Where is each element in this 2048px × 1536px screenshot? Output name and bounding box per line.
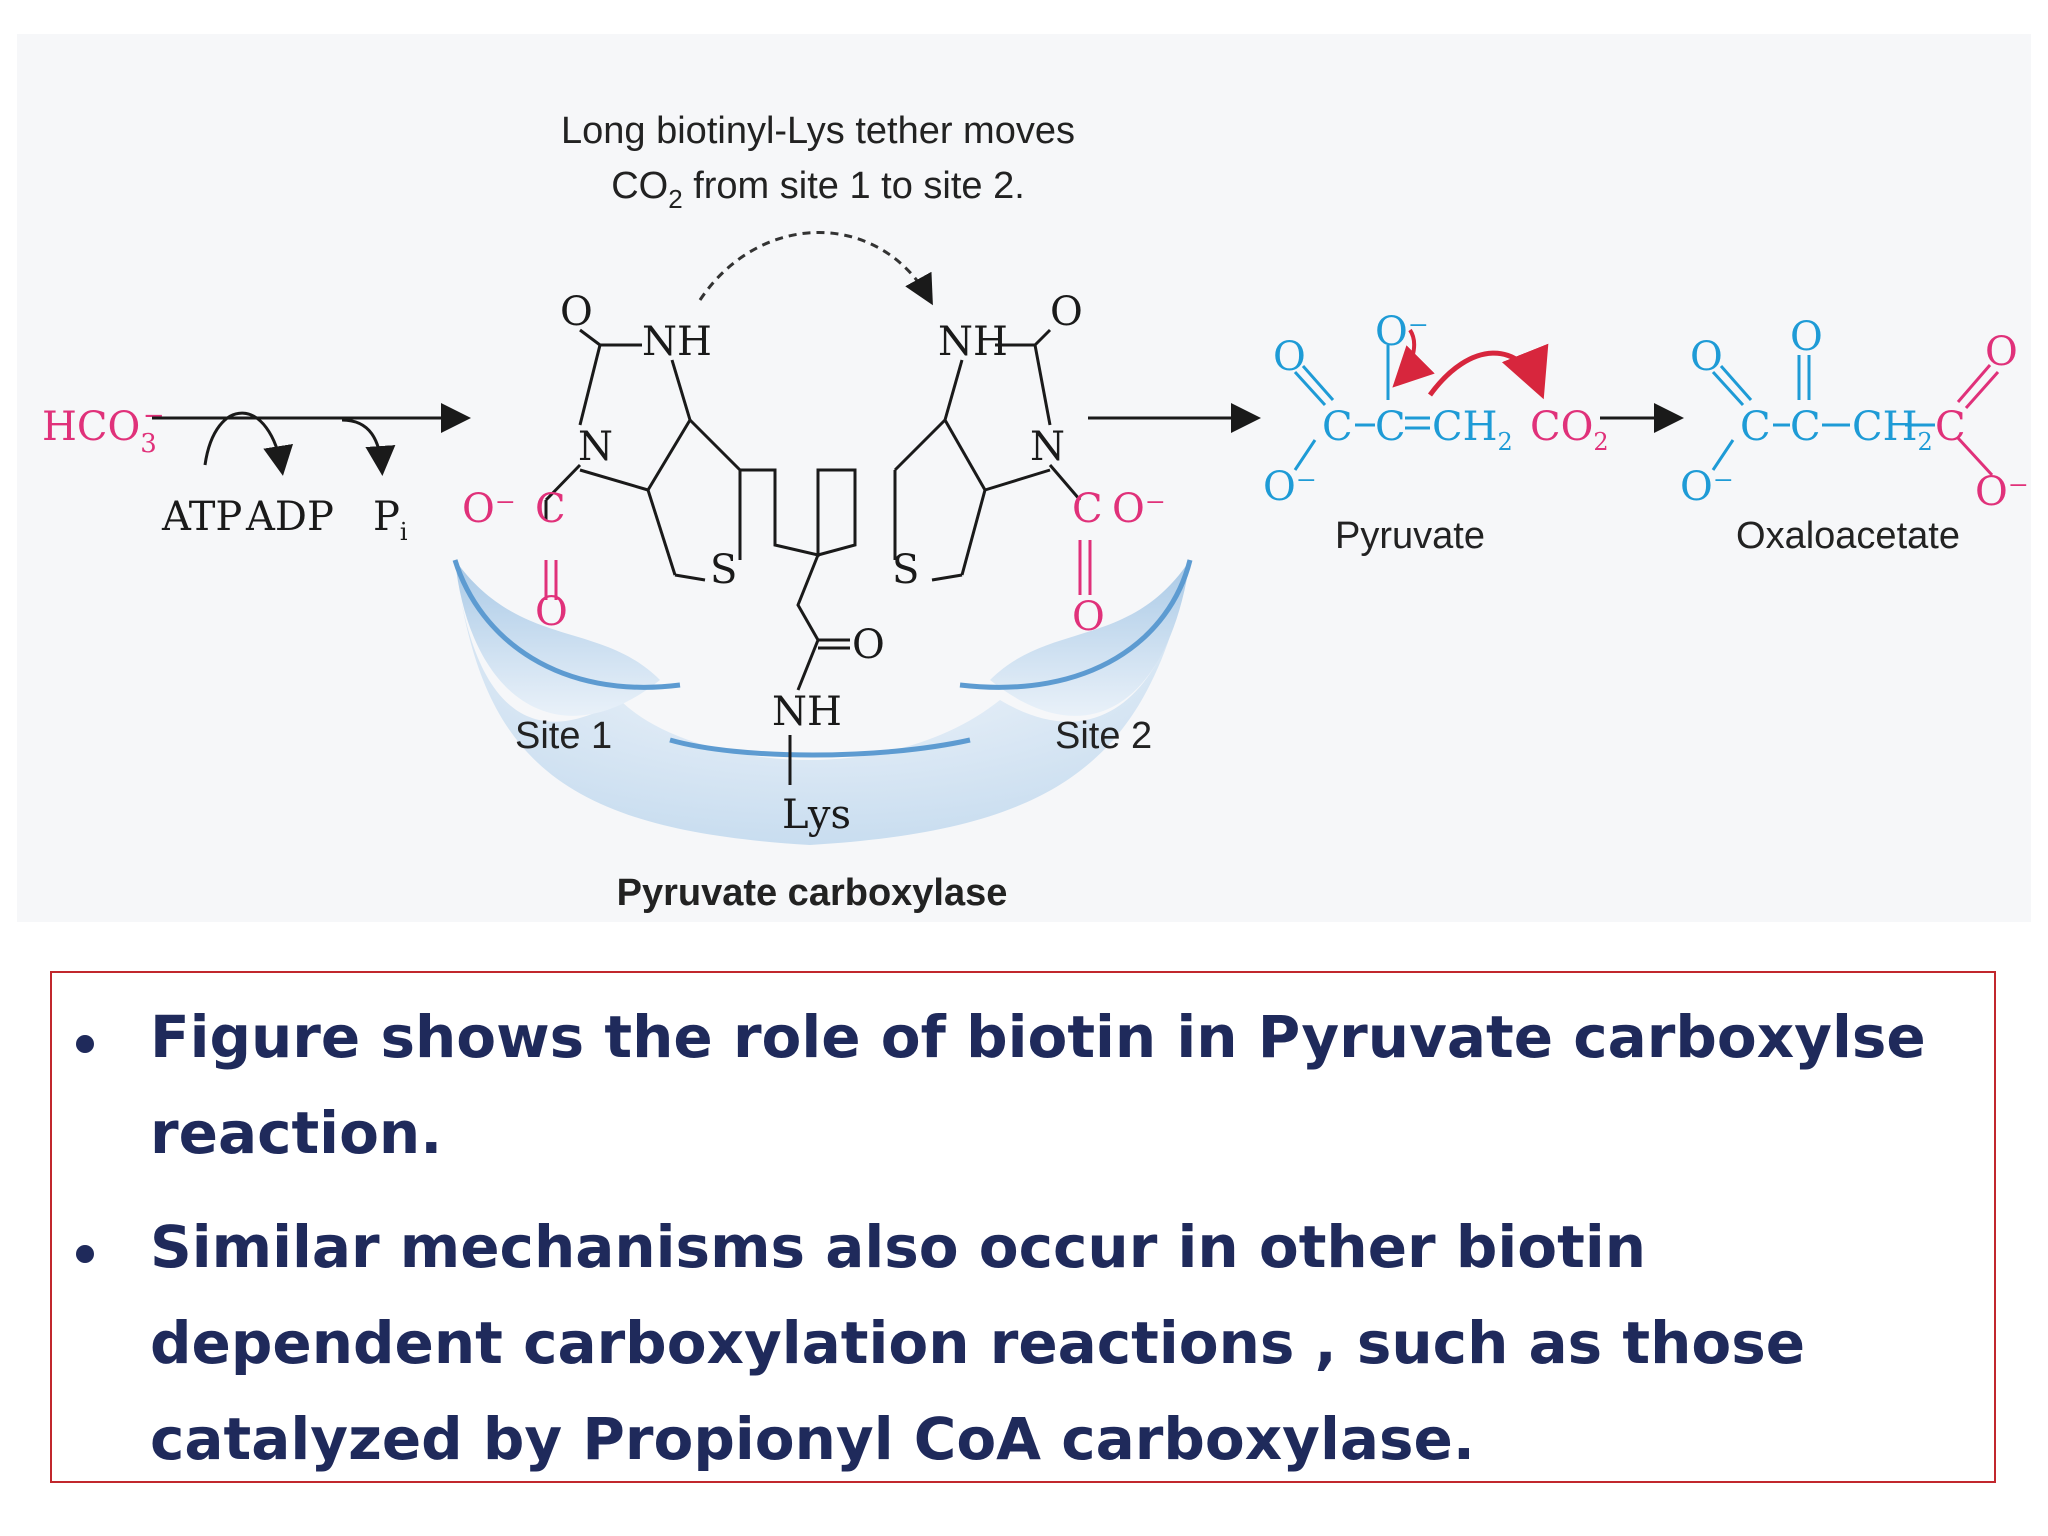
s-left: S xyxy=(710,547,737,593)
pyruvate-c2: C xyxy=(1375,404,1406,450)
bullet-dot xyxy=(76,1245,94,1263)
atp-adp-curve xyxy=(203,411,294,476)
tether-chain xyxy=(740,468,857,785)
pyruvate-ch2: CH2 xyxy=(1432,404,1513,456)
tether-note-line2: CO2 from site 1 to site 2. xyxy=(611,165,1025,214)
carboxyl-o-right: O xyxy=(1072,594,1105,640)
adp-label: ADP xyxy=(245,494,334,540)
oxaloacetate-o-top-left: O xyxy=(1690,334,1723,380)
pyruvate-structure xyxy=(1293,345,1430,471)
carboxyl-o-minus-left: O⁻ xyxy=(462,486,516,532)
atp-label: ATP xyxy=(161,494,242,540)
biotin-site2 xyxy=(893,328,1092,595)
carboxyl-o-left: O xyxy=(535,589,568,635)
pyruvate-label: Pyruvate xyxy=(1335,515,1485,557)
enzyme-surface xyxy=(452,559,1193,845)
electron-arrow-small xyxy=(1392,328,1435,388)
s-right: S xyxy=(892,547,919,593)
nh-right: NH xyxy=(938,319,1008,365)
o-carbonyl-right: O xyxy=(1050,289,1083,335)
pyruvate-o-top: O xyxy=(1273,334,1306,380)
site2-label: Site 2 xyxy=(1055,715,1152,757)
carboxyl-c-left: C xyxy=(535,486,566,532)
biotin-site1 xyxy=(544,328,742,600)
tether-note-line1: Long biotinyl-Lys tether moves xyxy=(561,110,1075,152)
oxaloacetate-structure xyxy=(1711,355,1935,471)
oxaloacetate-ch2: CH2 xyxy=(1852,404,1933,456)
oxaloacetate-o-keto: O xyxy=(1790,314,1823,360)
caption-box: Figure shows the role of biotin in Pyruv… xyxy=(50,971,1996,1483)
pyruvate-enolate-o: O⁻ xyxy=(1375,309,1429,355)
oxaloacetate-pink-carboxyl xyxy=(1956,364,2000,477)
oxaloacetate-label: Oxaloacetate xyxy=(1736,515,1960,557)
oxaloacetate-o-minus-left: O⁻ xyxy=(1680,464,1734,510)
bullet-dot xyxy=(76,1035,94,1053)
amide-nh: NH xyxy=(772,689,842,735)
co2-label: CO2 xyxy=(1530,404,1609,456)
amide-o: O xyxy=(852,622,885,668)
pyruvate-o-minus-bottom: O⁻ xyxy=(1263,464,1317,510)
pyruvate-c1: C xyxy=(1322,404,1353,450)
site1-label: Site 1 xyxy=(515,715,612,757)
pi-label: Pi xyxy=(373,494,408,546)
bicarbonate-label: HCO3− xyxy=(42,401,165,459)
o-carbonyl-left: O xyxy=(560,289,593,335)
oxaloacetate-o-top-right: O xyxy=(1985,329,2018,375)
carboxyl-c-right: C xyxy=(1072,486,1103,532)
oxaloacetate-o-minus-right: O⁻ xyxy=(1975,469,2029,515)
pi-curve xyxy=(341,418,396,476)
oxaloacetate-c2: C xyxy=(1790,404,1821,450)
pyruvate-carboxylase-diagram: Long biotinyl-Lys tether moves CO2 from … xyxy=(42,110,2029,914)
bullet-text-1: Figure shows the role of biotin in Pyruv… xyxy=(150,1003,1926,1167)
carboxyl-o-minus-right: O⁻ xyxy=(1112,486,1166,532)
electron-arrow-large xyxy=(1427,343,1549,400)
oxaloacetate-c1: C xyxy=(1740,404,1771,450)
oxaloacetate-c4: C xyxy=(1935,404,1966,450)
lys-label: Lys xyxy=(782,792,851,838)
tether-arc xyxy=(698,231,933,306)
n-right: N xyxy=(1030,424,1065,470)
n-left: N xyxy=(578,424,613,470)
nh-left: NH xyxy=(642,319,712,365)
bullet-text-2: Similar mechanisms also occur in other b… xyxy=(150,1213,1806,1473)
enzyme-label: Pyruvate carboxylase xyxy=(617,872,1008,914)
